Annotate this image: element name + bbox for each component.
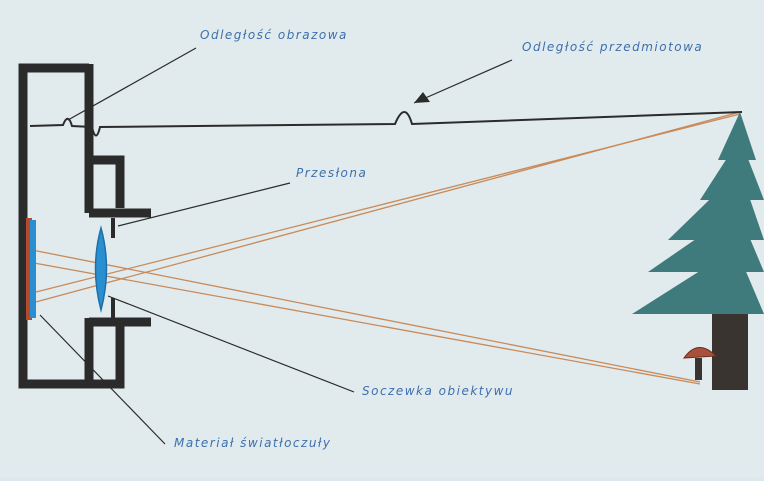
photosensitive-film bbox=[30, 220, 36, 318]
label-photosensitive-material: Materiał światłoczuły bbox=[174, 436, 331, 450]
mushroom-stem bbox=[695, 358, 702, 380]
label-aperture: Przesłona bbox=[296, 166, 367, 180]
label-lens-element: Soczewka obiektywu bbox=[362, 384, 514, 398]
label-image-distance: Odległość obrazowa bbox=[200, 28, 348, 42]
label-object-distance: Odległość przedmiotowa bbox=[522, 40, 703, 54]
